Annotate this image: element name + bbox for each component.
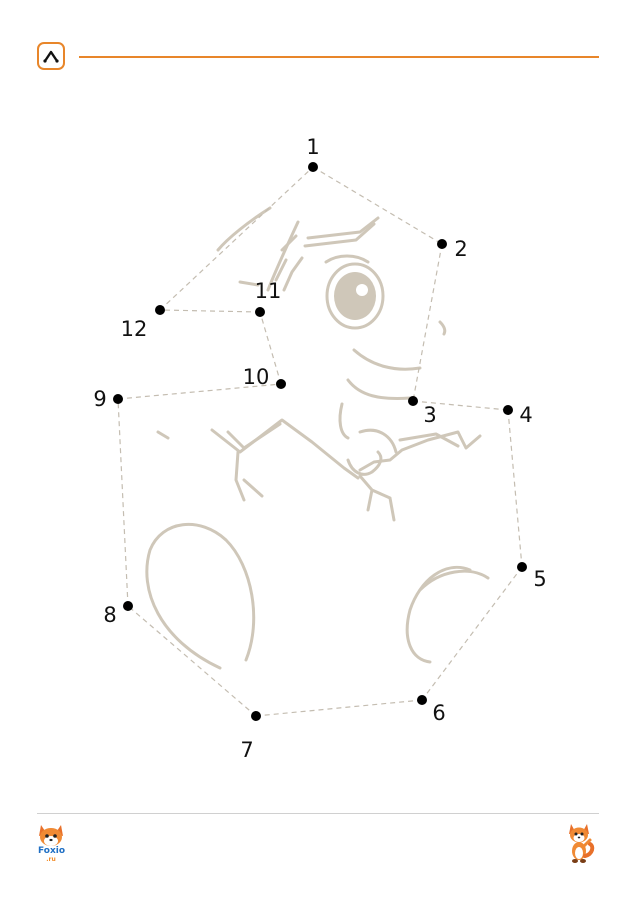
guide-line-2 (412, 243, 443, 402)
dot-8[interactable] (123, 601, 133, 611)
guide-line-8 (117, 398, 129, 607)
dot-number-1: 1 (306, 135, 319, 159)
dot-number-2: 2 (454, 237, 467, 261)
dot-10[interactable] (276, 379, 286, 389)
dot-number-9: 9 (93, 387, 106, 411)
guide-line-1 (312, 166, 443, 245)
footer-rule (37, 813, 599, 814)
dot-number-12: 12 (121, 317, 148, 341)
guide-line-5 (421, 566, 523, 701)
guide-line-10 (259, 311, 282, 385)
dot-12[interactable] (155, 305, 165, 315)
dot-3[interactable] (408, 396, 418, 406)
dot-2[interactable] (437, 239, 447, 249)
dot-number-10: 10 (243, 365, 270, 389)
site-logo-badge[interactable] (37, 42, 65, 70)
guide-line-3 (412, 400, 509, 411)
dot-7[interactable] (251, 711, 261, 721)
guide-line-6 (255, 699, 423, 717)
dot-9[interactable] (113, 394, 123, 404)
dot-4[interactable] (503, 405, 513, 415)
dot-1[interactable] (308, 162, 318, 172)
dot-11[interactable] (255, 307, 265, 317)
dot-number-6: 6 (432, 701, 445, 725)
guide-line-9 (117, 383, 282, 400)
guide-line-4 (507, 409, 523, 568)
brand-suffix: .ru (46, 856, 56, 863)
dot-number-4: 4 (519, 403, 532, 427)
guide-line-12 (159, 166, 314, 311)
dot-number-11: 11 (255, 279, 282, 303)
elephant-outline-drawing (145, 206, 490, 670)
guide-line-11 (159, 309, 261, 313)
dot-number-8: 8 (103, 603, 116, 627)
dot-number-5: 5 (533, 567, 546, 591)
header-rule (79, 56, 599, 58)
dot-6[interactable] (417, 695, 427, 705)
brand-name: Foxio (38, 846, 66, 856)
caret-up-icon (43, 50, 59, 63)
brand-fox-logo-icon[interactable] (36, 822, 66, 850)
dot-5[interactable] (517, 562, 527, 572)
guide-line-7 (127, 605, 257, 717)
fox-mascot-icon (569, 824, 595, 863)
dot-number-3: 3 (423, 403, 436, 427)
elephant-eye (324, 254, 385, 330)
connecting-guide-lines (117, 166, 523, 717)
dot-number-7: 7 (240, 738, 253, 762)
